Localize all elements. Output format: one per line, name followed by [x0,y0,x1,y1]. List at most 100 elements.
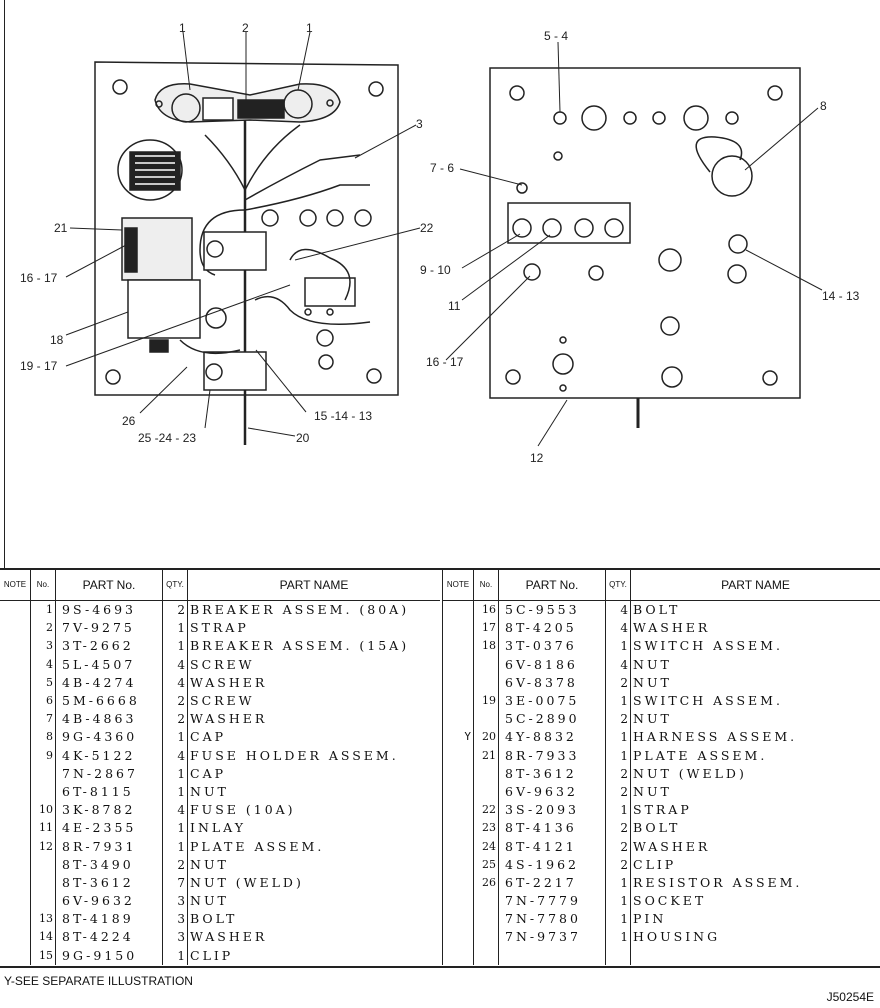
cell-part-name: BREAKER ASSEM. (15A) [187,637,440,656]
cell-note [443,837,474,855]
cell-note [0,656,31,674]
cell-no [473,782,499,802]
cell-part-name: SOCKET [630,892,880,911]
cell-note [443,910,474,928]
header-no: No. [30,569,56,601]
cell-part-no: 8T-4121 [498,837,606,856]
cell-part-name: SWITCH ASSEM. [630,691,880,711]
cell-part-name: HOUSING [630,928,880,947]
callout-11: 11 [448,299,461,313]
cell-note [443,819,474,837]
cell-qty: 4 [162,801,188,820]
callout-9-10: 9 - 10 [420,263,451,277]
cell-qty: 1 [162,637,188,656]
cell-no: 5 [30,673,56,692]
cell-qty: 4 [162,746,188,765]
cell-part-no: 4Y-8832 [498,728,606,747]
header-part-no: PART No. [55,569,163,601]
cell-qty: 2 [605,673,631,692]
cell-part-no: 8R-7931 [55,837,163,856]
cell-part-name: FUSE (10A) [187,801,440,820]
callout-16-17b: 16 - 17 [426,355,464,369]
cell-no: 4 [30,655,56,674]
cell-part-name: STRAP [187,619,440,638]
cell-no [473,710,499,729]
cell-qty: 1 [605,728,631,747]
cell-qty: 1 [162,782,188,802]
cell-note [443,783,474,801]
cell-no: 11 [30,819,56,838]
left-panel [94,61,399,445]
cell-qty: 2 [162,855,188,874]
cell-qty: 4 [162,655,188,674]
callout-22: 22 [420,221,434,235]
exploded-diagram: 1 2 1 3 21 16 - 17 18 19 - 17 22 26 25 -… [20,21,860,465]
right-panel [489,67,801,428]
frame-line [4,0,5,570]
header-note: NOTE [442,569,474,601]
leader-lines [65,31,823,447]
cell-part-no: 9G-4360 [55,728,163,747]
cell-part-name: HARNESS ASSEM. [630,728,880,747]
cell-part-no: 7N-2867 [55,764,163,783]
cell-qty: 1 [605,637,631,656]
cell-part-name: PIN [630,910,880,929]
header-note: NOTE [0,569,31,601]
cell-no: 17 [473,619,499,638]
callout-12: 12 [530,451,544,465]
footnote: Y-SEE SEPARATE ILLUSTRATION [4,974,193,988]
cell-part-no: 5C-9553 [498,600,606,620]
cell-part-name: NUT (WELD) [630,764,880,783]
cell-part-name: WASHER [630,619,880,638]
cell-part-no: 7N-7779 [498,892,606,911]
cell-part-name: BREAKER ASSEM. (80A) [187,600,440,620]
cell-part-no: 6T-2217 [498,873,606,892]
callout-20: 20 [296,431,310,445]
cell-part-name: WASHER [187,673,440,692]
cell-part-no: 8T-4136 [498,819,606,838]
cell-no [473,928,499,947]
cell-qty: 4 [605,655,631,674]
cell-qty: 2 [162,600,188,620]
cell-no: 19 [473,691,499,711]
cell-part-name: NUT (WELD) [187,873,440,892]
cell-part-name: INLAY [187,819,440,838]
cell-no [473,910,499,929]
cell-qty: 1 [605,928,631,947]
cell-part-name: NUT [187,782,440,802]
cell-part-name [630,946,880,965]
figure-number: J50254E [826,990,874,1004]
cell-part-no: 8T-3612 [498,764,606,783]
cell-no: 8 [30,728,56,747]
cell-part-name: SCREW [187,691,440,711]
cell-qty: 1 [162,819,188,838]
callout-1b: 1 [306,21,313,35]
cell-part-no [498,946,606,965]
cell-part-no: 4B-4863 [55,710,163,729]
cell-part-no: 8R-7933 [498,746,606,765]
cell-qty: 2 [605,782,631,802]
cell-part-no: 6V-8186 [498,655,606,674]
cell-part-name: CLIP [187,946,440,965]
cell-no [30,892,56,911]
cell-qty: 7 [162,873,188,892]
cell-note [443,674,474,692]
cell-qty: 1 [162,946,188,965]
cell-note [443,874,474,892]
cell-part-name: BOLT [187,910,440,929]
cell-no: 15 [30,946,56,965]
cell-no: 22 [473,801,499,820]
cell-part-no: 5M-6668 [55,691,163,711]
cell-note [0,819,31,837]
